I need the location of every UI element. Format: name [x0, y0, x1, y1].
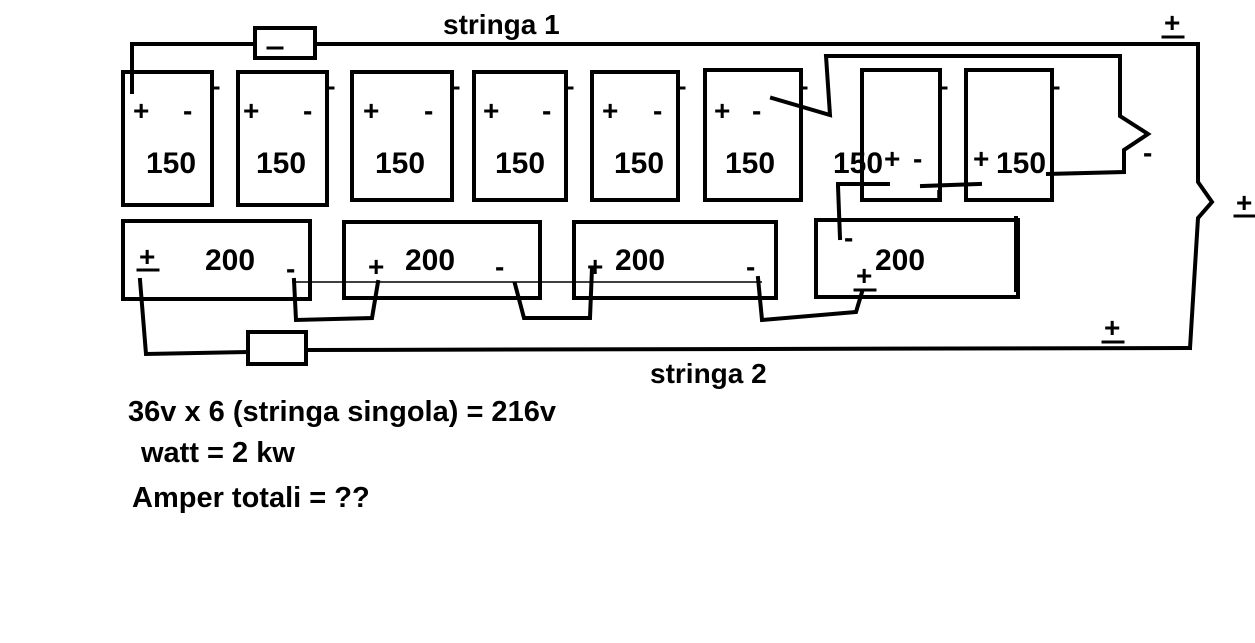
panel-200-2 — [342, 220, 542, 300]
panel-150-2-plus: + — [243, 95, 259, 126]
note-line-watt: watt = 2 kw — [141, 437, 295, 469]
panel-200-4-value: 200 — [875, 244, 925, 277]
panel-150-6-plus: + — [714, 95, 730, 126]
panel-150-6-value: 150 — [725, 147, 775, 180]
panel-200-3-value: 200 — [615, 244, 665, 277]
panel-150-3-plus: + — [363, 95, 379, 126]
panel-150-3-value: 150 — [375, 147, 425, 180]
string2-label: stringa 2 — [650, 358, 767, 389]
panel-150-4-plus: + — [483, 95, 499, 126]
note-line-amper: Amper totali = ?? — [132, 482, 370, 514]
panel7-jumper-wire — [836, 181, 983, 189]
panel-150-7-value: 150 — [833, 147, 883, 180]
bottom-right-plus: + — [1104, 312, 1120, 343]
panel-150-4-minus: - — [542, 95, 551, 126]
panel-150-8 — [964, 68, 1054, 202]
string1-top-wire — [130, 42, 1200, 94]
panel6-link-wire — [769, 54, 1152, 177]
string1-fuse — [253, 26, 317, 60]
panel-200-2-minus: - — [495, 251, 504, 282]
top-right-plus: + — [1164, 7, 1180, 38]
panel-200-2-value: 200 — [405, 244, 455, 277]
panel-200-3-minus: - — [746, 251, 755, 282]
panel-150-8-plus: + — [973, 143, 989, 174]
panel-150-7-minus: - — [913, 143, 922, 174]
panel-150-4-value: 150 — [495, 147, 545, 180]
panel-150-5 — [590, 70, 680, 202]
right-minus: - — [1143, 137, 1152, 168]
panel-200-1-plus: + — [139, 241, 155, 272]
panel-150-5-value: 150 — [614, 147, 664, 180]
panel-200-1-value: 200 — [205, 244, 255, 277]
panel-150-5-minus: - — [653, 95, 662, 126]
panel-200-1 — [121, 219, 312, 301]
note-line-voltage: 36v x 6 (stringa singola) = 216v — [128, 396, 556, 428]
right-plus: + — [1236, 187, 1252, 218]
panel-150-2-value: 150 — [256, 147, 306, 180]
panel-150-5-plus: + — [602, 95, 618, 126]
panel-150-2 — [236, 70, 329, 207]
panel-150-6 — [703, 68, 803, 202]
panel-150-3 — [350, 70, 454, 202]
panel-150-4 — [472, 70, 568, 202]
panel-150-1-value: 150 — [146, 147, 196, 180]
panel-200-3 — [572, 220, 778, 300]
panel-150-2-minus: - — [303, 95, 312, 126]
panel-150-7 — [860, 68, 942, 202]
panel-150-1 — [121, 70, 214, 207]
string2-bottom-wire — [137, 277, 1193, 357]
panel-150-1-minus: - — [183, 95, 192, 126]
row2-series-wires — [291, 183, 1018, 323]
panel-200-2-plus: + — [368, 251, 384, 282]
string1-label: stringa 1 — [443, 9, 560, 40]
right-bus-wire — [1187, 42, 1215, 351]
panel-150-6-minus: - — [752, 95, 761, 126]
panel-150-7-plus: + — [884, 143, 900, 174]
panel-150-1-plus: + — [133, 95, 149, 126]
panel-150-3-minus: - — [424, 95, 433, 126]
panel-150-8-value: 150 — [996, 147, 1046, 180]
panel-200-3-plus: + — [587, 251, 603, 282]
panel-200-1-minus: - — [286, 253, 295, 284]
panel-200-4-minus: - — [844, 222, 853, 253]
string2-fuse — [246, 330, 308, 366]
panel-200-4-plus: + — [856, 260, 872, 291]
